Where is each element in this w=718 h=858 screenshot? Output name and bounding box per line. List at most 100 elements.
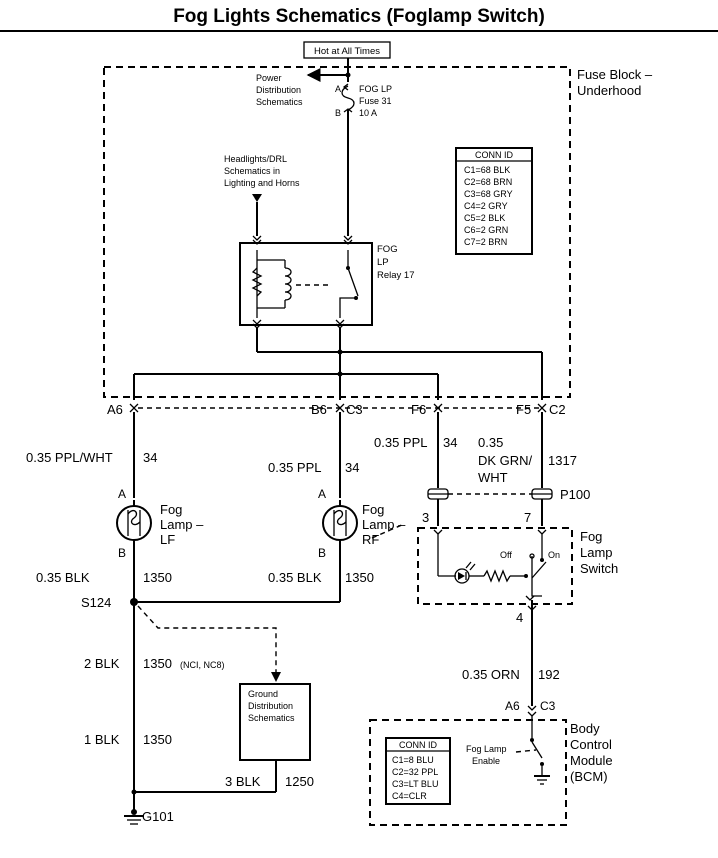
switch-on-label: On (548, 550, 560, 560)
title-rule (0, 30, 718, 32)
relay-label-2: LP (377, 257, 389, 268)
relay-box (239, 242, 373, 326)
bcm-label-4: (BCM) (570, 769, 608, 784)
bcm-label-3: Module (570, 753, 613, 768)
rf-feed-color: 0.35 PPL (268, 460, 322, 475)
fuse-block-label-2: Underhood (577, 83, 641, 98)
pin-f5: F5 (516, 402, 531, 417)
fuse-block-boundary (103, 66, 571, 398)
fog-lamp-switch (433, 529, 547, 601)
lf-feed-color: 0.35 PPL/WHT (26, 450, 113, 465)
splice-s124 (130, 598, 138, 606)
gnd-1blk-circuit: 1350 (143, 732, 172, 747)
splice-label: S124 (81, 595, 111, 610)
gnd-1blk-color: 1 BLK (84, 732, 120, 747)
rf-pin-a: A (318, 487, 326, 501)
fuse-pin-a: A (335, 84, 341, 94)
bcm-pin-marks (527, 705, 537, 717)
switch-label-3: Switch (580, 561, 618, 576)
ground-junction (131, 789, 137, 795)
lf-pin-a: A (118, 487, 126, 501)
switch-resistor-icon (483, 569, 511, 583)
power-dist-label-3: Schematics (256, 97, 303, 107)
gnd-3blk-circuit: 1250 (285, 774, 314, 789)
conn-id-table-bcm: CONN ID C1=8 BLU C2=32 PPL C3=LT BLU C4=… (385, 737, 451, 805)
pin-f6: F6 (411, 402, 426, 417)
lf-label-1: Fog (160, 502, 182, 517)
switch-label-2: Lamp (580, 545, 613, 560)
switch-label-1: Fog (580, 529, 602, 544)
ground-ref-label-1: Ground (248, 689, 278, 699)
sw-out-color-3: WHT (478, 470, 508, 485)
gnd-2blk-note: (NCI, NC8) (180, 660, 225, 670)
lf-feed-circuit: 34 (143, 450, 157, 465)
bcm-feed-color: 0.35 ORN (462, 667, 520, 682)
power-dist-label-2: Distribution (256, 85, 301, 95)
ground-ref-label-3: Schematics (248, 713, 295, 723)
fuse-icon (341, 85, 355, 111)
ground-g101-icon (124, 809, 144, 825)
conn-row: C2=68 BRN (464, 177, 512, 187)
lf-gnd-color: 0.35 BLK (36, 570, 90, 585)
bcm-feed-circuit: 192 (538, 667, 560, 682)
rf-label-2: Lamp – (362, 517, 406, 532)
sw-out-circuit: 1317 (548, 453, 577, 468)
fuse-block-connector-pins (129, 403, 547, 413)
bcm-label-1: Body (570, 721, 600, 736)
conn-row: C4=2 GRY (464, 201, 508, 211)
relay-label-3: Relay 17 (377, 270, 415, 281)
conn-row: C3=LT BLU (392, 779, 438, 789)
rf-to-switch-dashed-link (371, 523, 405, 539)
relay-bottom-pin-marks (252, 319, 345, 325)
conn-row: C6=2 GRN (464, 225, 508, 235)
fog-lp-relay-17 (239, 235, 373, 329)
lf-pin-b: B (118, 546, 126, 560)
relay-top-pin-marks (252, 235, 353, 241)
relay-bus-junction (337, 349, 343, 355)
fog-lamp-lf (116, 505, 152, 541)
gnd-2blk-circuit: 1350 (143, 656, 172, 671)
fog-lamp-rf (322, 505, 358, 541)
rf-pin-b: B (318, 546, 326, 560)
gnd-2blk-color: 2 BLK (84, 656, 120, 671)
sw-out-color-1: 0.35 (478, 435, 503, 450)
switch-off-label: Off (500, 550, 512, 560)
fuse-block-label-1: Fuse Block – (577, 67, 653, 82)
fuse-31: A B FOG LP Fuse 31 10 A (335, 83, 392, 118)
power-dist-junction (345, 72, 351, 78)
conn-row: C3=68 GRY (464, 189, 513, 199)
relay-coil-icon (284, 267, 292, 301)
fuse-pin-b: B (335, 108, 341, 118)
sw-feed-color: 0.35 PPL (374, 435, 428, 450)
fuse-name: FOG LP (359, 84, 392, 94)
conn-row: C5=2 BLK (464, 213, 505, 223)
bcm-pin-a6: A6 (505, 699, 520, 713)
bcm-enable-label-2: Enable (472, 756, 500, 766)
power-dist-label-1: Power (256, 73, 282, 83)
headlights-ref-2: Schematics in (224, 166, 280, 176)
bcm-enable-label-1: Fog Lamp (466, 744, 507, 754)
headlights-ref-arrow (252, 194, 262, 202)
bcm-label-2: Control (570, 737, 612, 752)
conn-id-table-fuse-block: CONN ID C1=68 BLK C2=68 BRN C3=68 GRY C4… (455, 147, 533, 255)
fuse-rating: 10 A (359, 108, 377, 118)
pin-c2: C2 (549, 402, 566, 417)
bcm-pin-c3: C3 (540, 699, 556, 713)
conn-row: C4=CLR (392, 791, 427, 801)
relay-contact-icon (347, 267, 359, 297)
conn-row: C7=2 BRN (464, 237, 507, 247)
sw-feed-circuit: 34 (443, 435, 457, 450)
conn-row: C2=32 PPL (392, 767, 438, 777)
rf-label-3: RF (362, 532, 379, 547)
conn-row: C1=68 BLK (464, 165, 510, 175)
hot-at-all-times-box: Hot at All Times (303, 41, 391, 59)
headlights-ref-3: Lighting and Horns (224, 178, 300, 188)
sw-out-color-2: DK GRN/ (478, 453, 533, 468)
ground-label: G101 (142, 809, 174, 824)
conn-table-header: CONN ID (475, 150, 514, 160)
ground-ref-arrow (271, 672, 281, 682)
connector-p100 (427, 488, 553, 500)
lf-label-3: LF (160, 532, 175, 547)
conn-row: C1=8 BLU (392, 755, 434, 765)
